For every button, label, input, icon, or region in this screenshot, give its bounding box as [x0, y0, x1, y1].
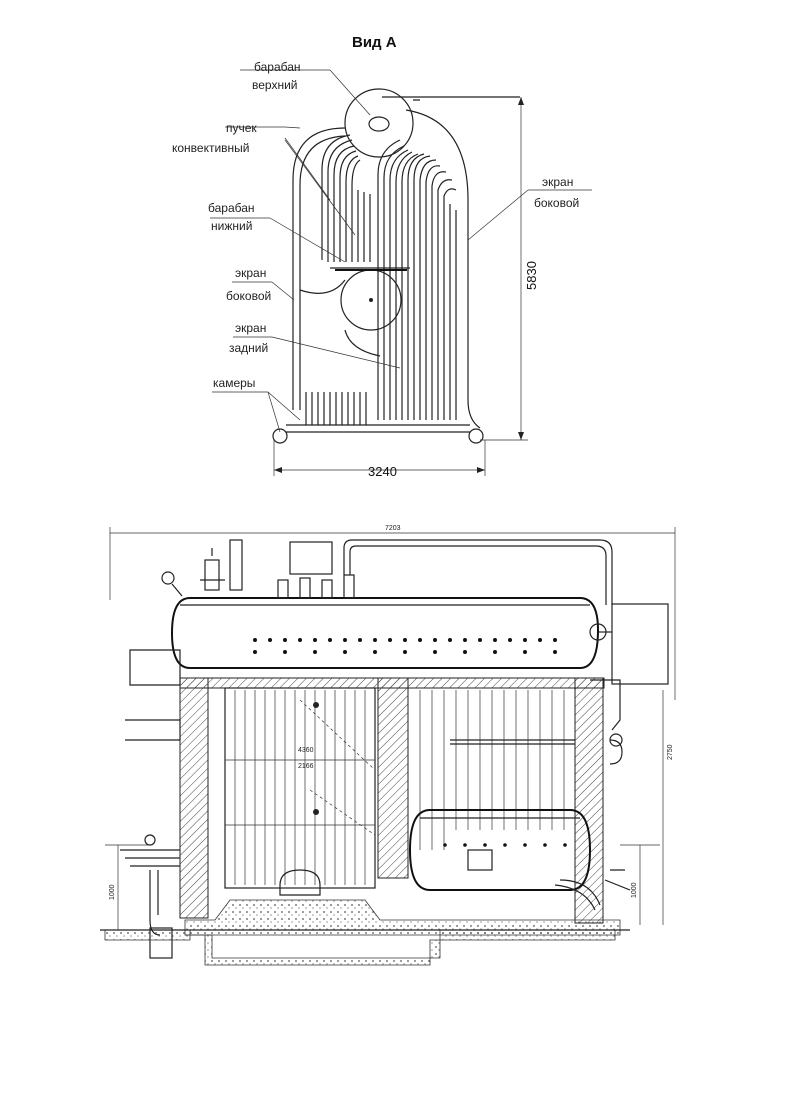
label-side-screen-left-1: экран	[235, 266, 266, 280]
label-side-screen-right-1: экран	[542, 175, 573, 189]
view-title: Вид А	[352, 34, 397, 51]
label-chambers: камеры	[213, 376, 255, 390]
label-upper-drum-2: верхний	[252, 78, 298, 92]
dim-inner-4360: 4360	[298, 747, 314, 754]
furnace-lining	[179, 677, 621, 936]
lower-chambers	[272, 392, 484, 444]
side-section-view: 7203 2750 1000 1000	[100, 525, 676, 966]
label-bundle-1: пучек	[226, 121, 257, 135]
label-side-screen-left-2: боковой	[226, 289, 271, 303]
top-valves	[161, 548, 355, 599]
convective-bundle	[321, 134, 371, 262]
dim-overall-length: 7203	[385, 525, 401, 532]
dim-inner-2166: 2166	[298, 763, 314, 770]
dim-width-3240: 3240	[368, 464, 397, 479]
upper-drum	[344, 88, 414, 158]
front-view-a: Вид А	[172, 34, 592, 479]
boiler-outline	[292, 99, 481, 429]
dim-right-height: 1000	[631, 882, 638, 898]
dim-left-height: 1000	[109, 884, 116, 900]
dimension-lines	[273, 97, 528, 476]
lower-drum-side	[408, 809, 592, 891]
lower-drum	[330, 267, 410, 331]
label-upper-drum-1: барабан	[254, 60, 301, 74]
label-lower-drum-2: нижний	[211, 219, 252, 233]
leader-lines	[210, 69, 592, 433]
dim-height-5830: 5830	[524, 261, 539, 290]
convective-section	[419, 690, 575, 850]
right-box	[611, 603, 669, 685]
label-side-screen-right-2: боковой	[534, 196, 579, 210]
side-screen-tubes	[377, 139, 457, 420]
foundation	[100, 869, 630, 966]
dim-overall-height: 2750	[667, 744, 674, 760]
upper-drum-side	[170, 597, 600, 669]
label-bundle-2: конвективный	[172, 141, 250, 155]
label-lower-drum-1: барабан	[208, 201, 255, 215]
label-rear-screen-2: задний	[229, 341, 268, 355]
label-rear-screen-1: экран	[235, 321, 266, 335]
furnace-screen-tubes	[224, 687, 376, 889]
